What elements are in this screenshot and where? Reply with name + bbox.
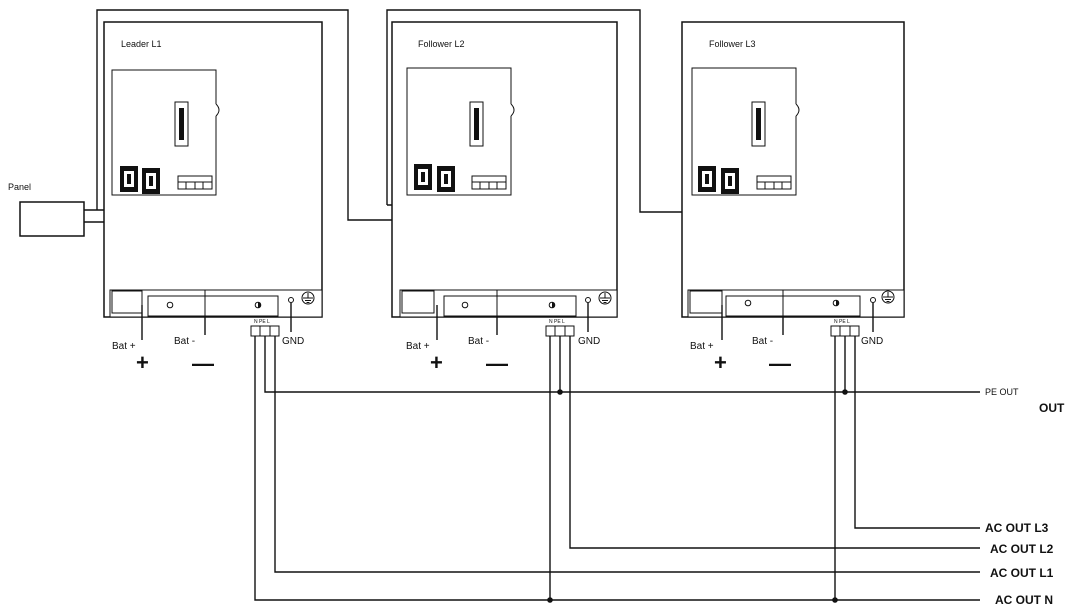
ac-terminal-label: N PE L — [834, 319, 850, 325]
bat-plus-label: Bat + — [406, 341, 430, 352]
ac-terminal-block — [545, 325, 575, 337]
inverter-l1: Leader L1 N PE L Bat + + — [103, 21, 323, 376]
ac-out-l1-label: AC OUT L1 — [990, 566, 1054, 580]
bat-plus-label: Bat + — [690, 341, 714, 352]
ac-terminal-label: N PE L — [549, 319, 565, 325]
ac-out-l2-label: AC OUT L2 — [990, 542, 1054, 556]
ac-output-wiring — [254, 336, 980, 603]
panel-label: Panel — [8, 182, 31, 192]
inverter-l3: Follower L3 N PE L Bat + + Bat - — — [681, 21, 905, 376]
bat-minus-sign: — — [192, 351, 214, 376]
pe-out-label: PE OUT — [985, 387, 1019, 397]
bat-minus-sign: — — [769, 351, 791, 376]
gnd-label: GND — [282, 336, 304, 347]
inverter-l2: Follower L2 N PE L Bat + + Bat - — — [391, 21, 618, 376]
bat-minus-label: Bat - — [752, 336, 773, 347]
inverter-title: Leader L1 — [121, 39, 162, 49]
ac-out-n-label: AC OUT N — [995, 593, 1053, 607]
ac-terminal-block — [830, 325, 860, 337]
bat-plus-sign: + — [714, 350, 727, 375]
inverter-title: Follower L3 — [709, 39, 756, 49]
gnd-label: GND — [578, 336, 600, 347]
bat-plus-sign: + — [136, 350, 149, 375]
ac-terminal-label: N PE L — [254, 319, 270, 325]
out-label: OUT — [1039, 401, 1065, 415]
ac-out-l3-label: AC OUT L3 — [985, 521, 1049, 535]
inverter-title: Follower L2 — [418, 39, 465, 49]
bat-minus-label: Bat - — [174, 336, 195, 347]
ac-terminal-block — [250, 325, 280, 337]
bat-plus-label: Bat + — [112, 341, 136, 352]
bat-plus-sign: + — [430, 350, 443, 375]
bat-minus-label: Bat - — [468, 336, 489, 347]
gnd-label: GND — [861, 336, 883, 347]
panel-box — [19, 201, 85, 237]
bat-minus-sign: — — [486, 351, 508, 376]
